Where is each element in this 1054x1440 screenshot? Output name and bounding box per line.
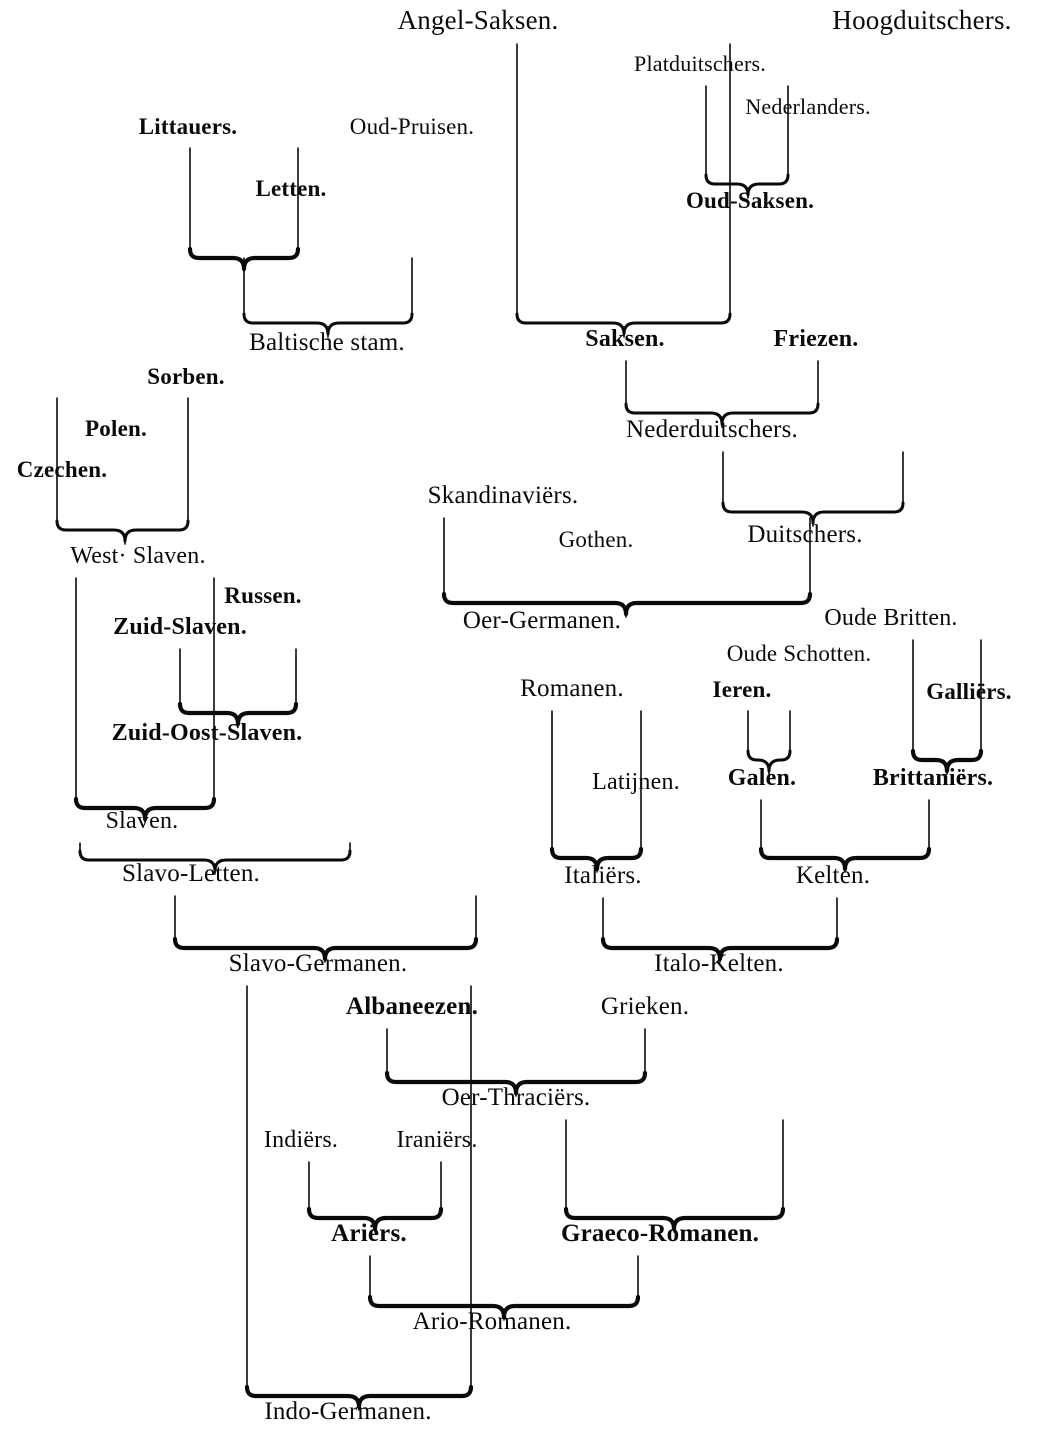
tree-node-iraniers: Iraniërs. xyxy=(396,1127,478,1153)
tree-node-ieren: Ieren. xyxy=(712,677,772,702)
tree-node-gothen: Gothen. xyxy=(558,527,634,552)
tree-node-nederduitschers: Nederduitschers. xyxy=(626,416,798,443)
tree-node-nederlanders: Nederlanders. xyxy=(745,94,871,119)
tree-node-sorben: Sorben. xyxy=(147,364,225,389)
tree-node-platduitschers: Platduitschers. xyxy=(634,51,766,76)
tree-node-slavo_germanen: Slavo-Germanen. xyxy=(228,950,408,977)
tree-node-slavo_letten: Slavo-Letten. xyxy=(122,860,260,887)
tree-node-czechen: Czechen. xyxy=(16,457,108,482)
tree-node-russen: Russen. xyxy=(224,583,302,608)
tree-node-romanen: Romanen. xyxy=(520,675,624,702)
tree-node-hoogduitschers: Hoogduitschers. xyxy=(832,5,1012,35)
tree-node-ariers: Ariërs. xyxy=(331,1220,407,1247)
tree-node-indiers: Indiërs. xyxy=(263,1127,339,1153)
tree-node-saksen: Saksen. xyxy=(585,326,665,352)
tree-node-albaneezen: Albaneezen. xyxy=(345,993,479,1020)
tree-node-baltische_stam: Baltische stam. xyxy=(249,329,405,356)
tree-node-brittaniers: Brittaniërs. xyxy=(872,765,994,791)
tree-node-kelten: Kelten. xyxy=(795,862,871,889)
tree-node-oude_schotten: Oude Schotten. xyxy=(726,641,872,666)
tree-node-indo_germanen: Indo-Germanen. xyxy=(264,1398,432,1425)
tree-node-ario_romanen: Ario-Romanen. xyxy=(412,1308,572,1335)
tree-node-zuid_slaven: Zuid-Slaven. xyxy=(113,614,247,640)
tree-node-littauers: Littauers. xyxy=(138,114,238,139)
tree-node-slaven: Slaven. xyxy=(105,808,179,834)
tree-node-west_slaven: West· Slaven. xyxy=(70,543,206,569)
tree-node-latijnen: Latijnen. xyxy=(592,769,680,795)
tree-node-graeco_romanen: Graeco-Romanen. xyxy=(560,1220,760,1247)
tree-node-oude_britten: Oude Britten. xyxy=(824,605,958,631)
tree-node-skandinaviers: Skandinaviërs. xyxy=(427,482,579,509)
tree-node-oud_pruisen: Oud-Pruisen. xyxy=(349,114,475,139)
tree-node-zuid_oost_slaven: Zuid-Oost-Slaven. xyxy=(111,720,303,746)
tree-node-italo_kelten: Italo-Kelten. xyxy=(654,950,784,977)
tree-node-galen: Galen. xyxy=(727,765,797,791)
tree-node-friezen: Friezen. xyxy=(773,326,859,352)
tree-node-angel_saksen: Angel-Saksen. xyxy=(397,5,559,35)
tree-node-italiers: Italiërs. xyxy=(564,862,642,889)
tree-node-duitschers: Duitschers. xyxy=(747,521,863,548)
tree-node-polen: Polen. xyxy=(85,416,147,441)
tree-node-oer_thraciers: Oer-Thraciërs. xyxy=(441,1084,591,1111)
tree-node-oud_saksen: Oud-Saksen. xyxy=(685,188,815,213)
tree-node-letten: Letten. xyxy=(255,176,327,201)
tree-node-galliers: Galliërs. xyxy=(926,679,1012,704)
tree-node-grieken: Grieken. xyxy=(600,993,690,1020)
tree-node-oer_germanen: Oer-Germanen. xyxy=(462,607,622,634)
